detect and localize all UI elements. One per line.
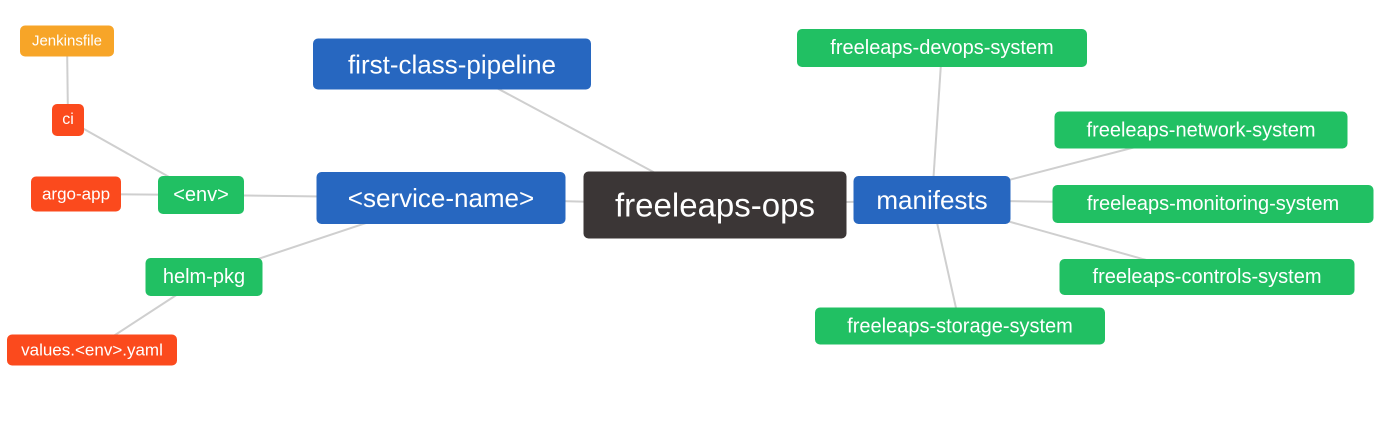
node-argo-app[interactable]: argo-app (31, 176, 121, 212)
node-freeleaps-controls-system[interactable]: freeleaps-controls-system (1059, 259, 1355, 295)
node-env[interactable]: <env> (158, 176, 244, 214)
node-jenkinsfile[interactable]: Jenkinsfile (20, 25, 114, 57)
node-service-name[interactable]: <service-name> (316, 172, 566, 224)
node-label: first-class-pipeline (347, 49, 557, 79)
node-freeleaps-devops-system[interactable]: freeleaps-devops-system (797, 29, 1087, 67)
node-freeleaps-monitoring-system[interactable]: freeleaps-monitoring-system (1052, 185, 1374, 223)
node-label: argo-app (41, 184, 111, 204)
node-freeleaps-ops[interactable]: freeleaps-ops (583, 171, 847, 239)
node-ci[interactable]: ci (52, 104, 84, 136)
node-label: <env> (173, 184, 229, 206)
node-freeleaps-network-system[interactable]: freeleaps-network-system (1054, 111, 1348, 149)
node-label: values.<env>.yaml (21, 340, 163, 360)
node-values-env-yaml[interactable]: values.<env>.yaml (7, 334, 177, 366)
node-first-class-pipeline[interactable]: first-class-pipeline (313, 38, 591, 90)
node-label: Jenkinsfile (31, 32, 103, 50)
node-label: ci (62, 111, 74, 128)
node-label: <service-name> (347, 183, 535, 213)
node-label: manifests (876, 185, 988, 215)
node-helm-pkg[interactable]: helm-pkg (145, 258, 263, 296)
node-label: freeleaps-controls-system (1092, 266, 1322, 288)
node-label: freeleaps-devops-system (830, 37, 1054, 59)
node-label: freeleaps-monitoring-system (1086, 193, 1340, 215)
node-label: helm-pkg (162, 266, 246, 288)
node-label: freeleaps-network-system (1086, 119, 1316, 141)
node-manifests[interactable]: manifests (853, 176, 1011, 224)
node-label: freeleaps-ops (615, 186, 815, 224)
node-label: freeleaps-storage-system (847, 315, 1073, 337)
node-freeleaps-storage-system[interactable]: freeleaps-storage-system (815, 307, 1105, 345)
